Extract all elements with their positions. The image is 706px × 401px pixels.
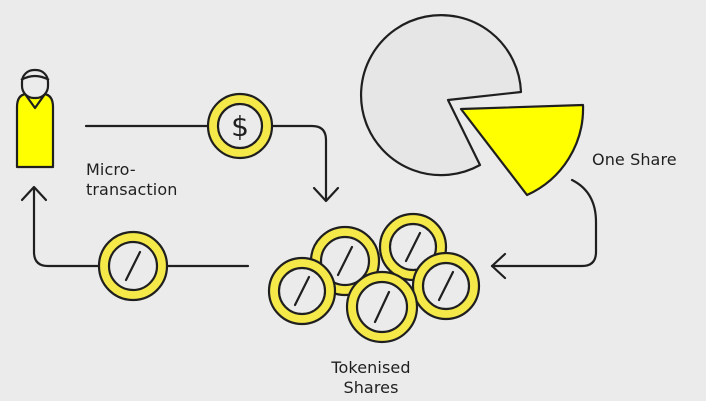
token-coin-icon [411,251,481,321]
micro-label-line2: transaction [86,180,178,199]
tokenised-coin-cluster [267,212,481,344]
arrow-head-up [20,185,48,202]
arrow-head-left [490,252,507,280]
micro-transaction-label: Micro- transaction [86,160,177,200]
token-coin-icon [267,256,337,326]
pie-share-wedge [459,103,585,197]
arrow-to-tokenised [84,124,328,202]
token-coin-icon [345,270,419,344]
tokenised-shares-label: Tokenised Shares [301,358,441,398]
dollar-coin-icon: $ [206,92,274,160]
arrow-to-tokenised-from-share [490,178,598,268]
tokenised-label-line2: Shares [343,378,399,397]
person-icon [15,68,55,169]
pie-remainder [360,14,523,177]
arrow-head-down [312,186,340,203]
one-share-label: One Share [592,150,677,169]
pie-chart-icon [360,14,585,197]
token-coin-icon [97,230,169,302]
arrow-to-person [32,186,250,268]
dollar-symbol: $ [231,110,249,143]
tokenised-label-line1: Tokenised [331,358,411,377]
micro-label-line1: Micro- [86,160,136,179]
